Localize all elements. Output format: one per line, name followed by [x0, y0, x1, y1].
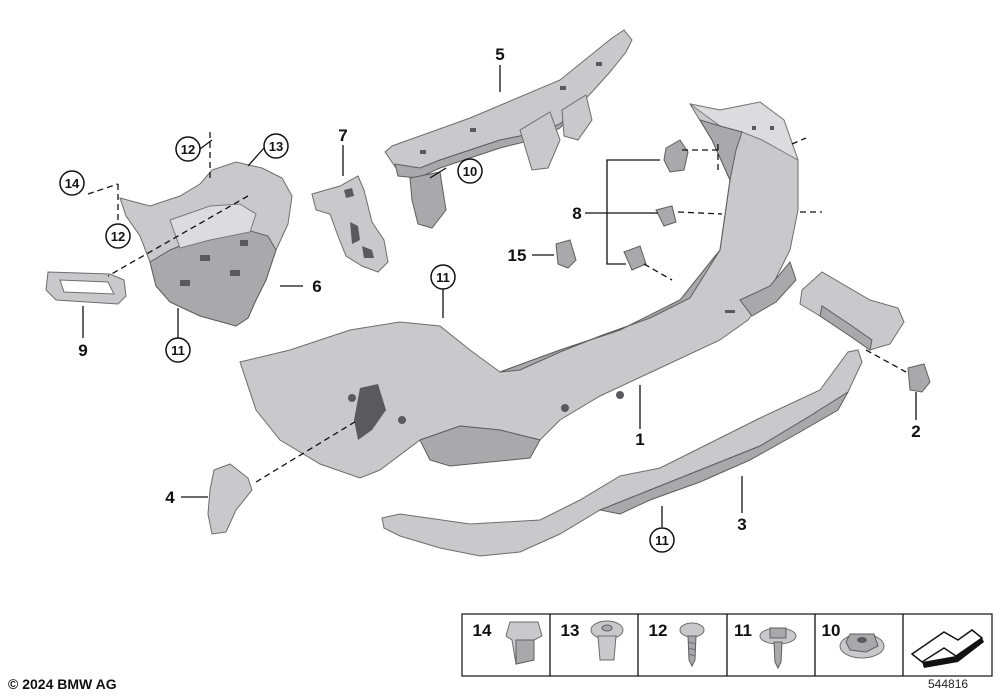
clip-nut-icon	[505, 621, 543, 665]
expanding-rivet-icon	[590, 620, 624, 661]
callout-3: 3	[737, 515, 746, 534]
right-guide-piece	[799, 271, 905, 351]
diagram-number: 544816	[928, 677, 969, 691]
legend-label-10: 10	[822, 621, 841, 640]
collar-screw-icon	[759, 627, 797, 670]
leader-lines	[82, 65, 917, 527]
callout-11a: 11	[436, 270, 450, 285]
callout-1: 1	[635, 430, 644, 449]
legend-item-12: 12	[649, 621, 705, 668]
legend-label-12: 12	[649, 621, 668, 640]
copyright-text: © 2024 BMW AG	[8, 676, 117, 692]
part-15-bracket	[555, 239, 577, 269]
legend-label-14: 14	[473, 621, 492, 640]
legend-label-11: 11	[734, 621, 752, 640]
callout-2: 2	[911, 422, 920, 441]
screw-icon	[679, 622, 705, 668]
legend-item-11: 11	[734, 621, 797, 670]
callout-12a: 12	[181, 142, 195, 157]
callout-12b: 12	[111, 229, 125, 244]
callout-5: 5	[495, 45, 504, 64]
legend-table: 14 13 12	[461, 613, 993, 677]
legend-item-13: 13	[561, 620, 624, 661]
callout-11c: 11	[655, 533, 669, 548]
callout-7: 7	[338, 126, 347, 145]
part-8-clips	[623, 139, 689, 271]
callout-4: 4	[165, 488, 175, 507]
part-7-bracket	[311, 175, 389, 273]
callout-10: 10	[463, 164, 477, 179]
hex-nut-icon	[839, 633, 885, 659]
callout-6: 6	[312, 277, 321, 296]
part-3-diffuser	[381, 349, 863, 557]
legend-item-shim	[910, 629, 984, 668]
shim-icon	[910, 629, 984, 668]
legend-label-13: 13	[561, 621, 580, 640]
part-5-carrier	[384, 29, 633, 229]
callout-9: 9	[78, 341, 87, 360]
part-6-side-bracket	[119, 161, 293, 327]
part-1-bumper-cover	[239, 101, 799, 479]
legend-item-10: 10	[822, 621, 885, 659]
legend-item-14: 14	[473, 621, 543, 665]
callout-13: 13	[269, 139, 283, 154]
callout-15: 15	[508, 246, 527, 265]
callout-11b: 11	[171, 343, 185, 358]
part-4-insert	[207, 463, 253, 535]
part-9-reflector	[45, 271, 127, 305]
callout-8: 8	[572, 204, 581, 223]
callout-labels: 5 7 6 9 8 15 1 2 3 4 10 11 11 11 12 12 1…	[59, 45, 921, 553]
part-2-cover	[907, 363, 931, 393]
callout-14: 14	[65, 176, 80, 191]
